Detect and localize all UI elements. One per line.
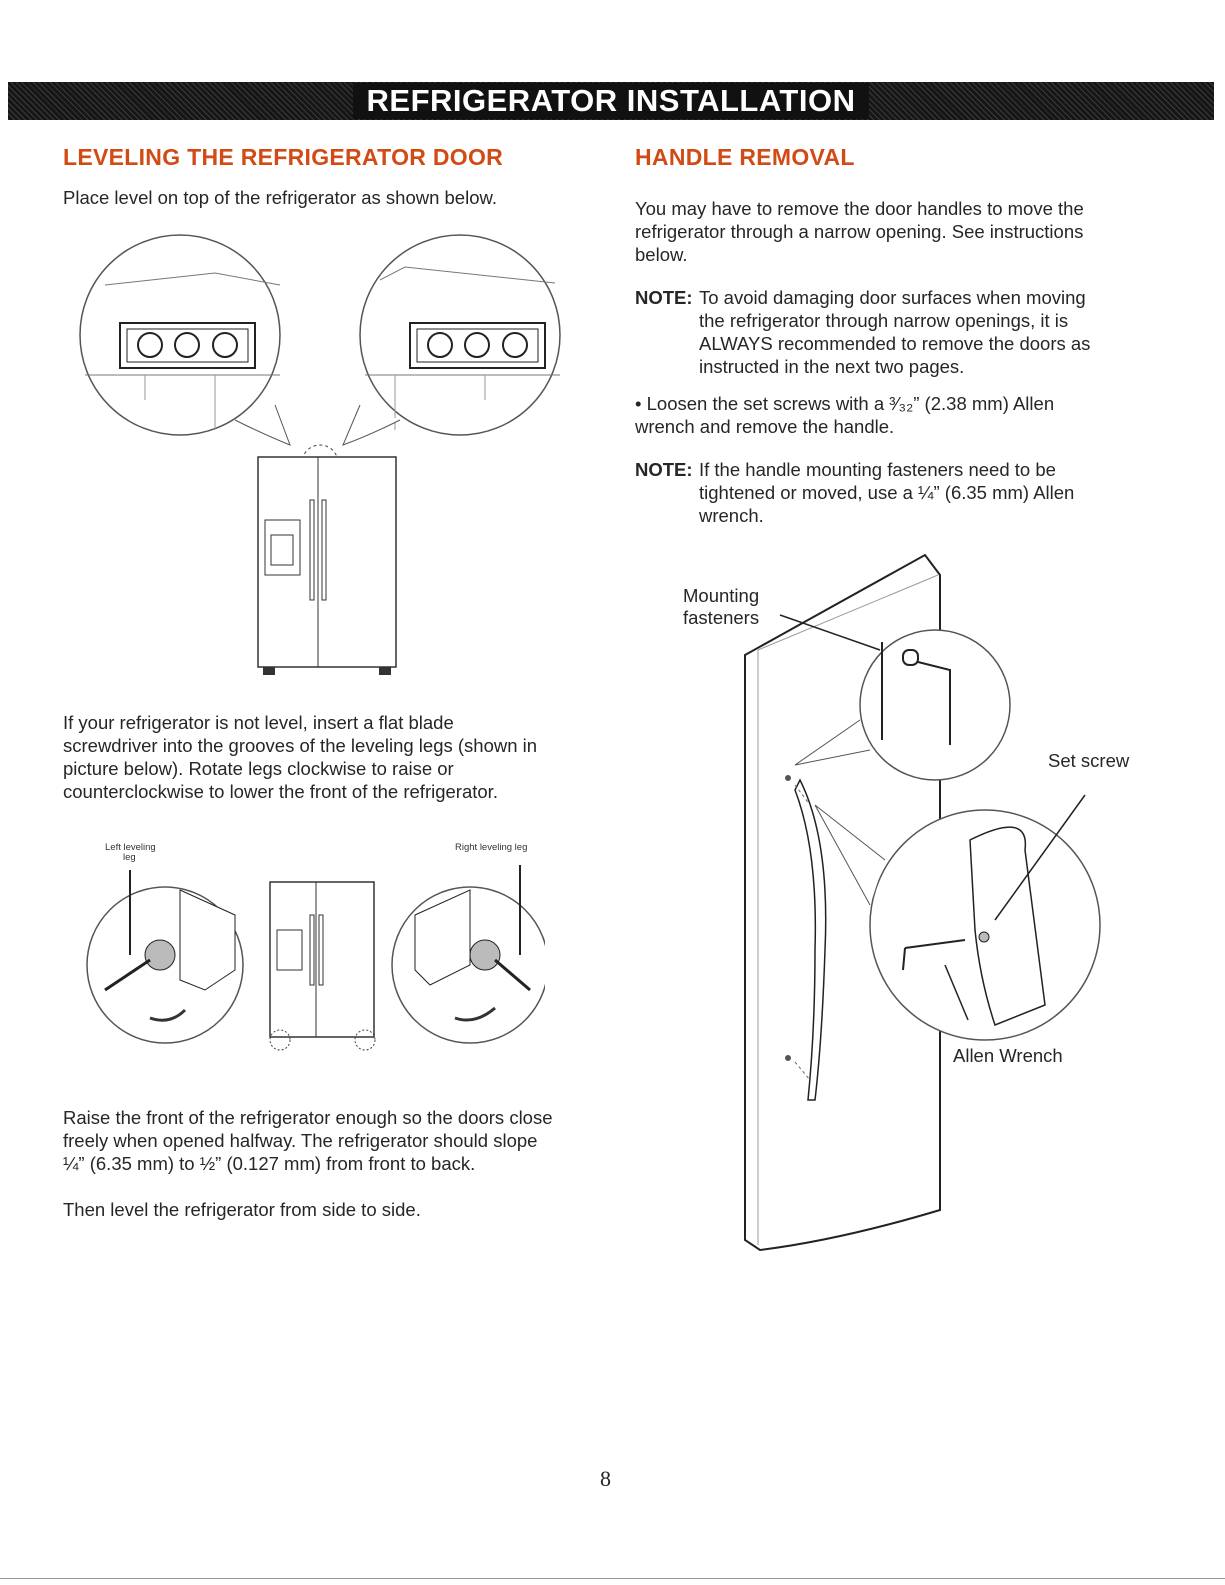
leveling-paragraph: If your refrigerator is not level, inser… <box>63 712 538 802</box>
leveling-legs-illustration <box>85 860 545 1065</box>
note-moving-doors: NOTE: To avoid damaging door surfaces wh… <box>635 286 1125 378</box>
allen-wrench-label: Allen Wrench <box>953 1045 1063 1066</box>
mounting-fasteners-label: Mounting fasteners <box>683 585 759 629</box>
set-screw-label: Set screw <box>1048 750 1130 771</box>
note2-first-line: If the handle mounting fasteners need to… <box>699 459 1056 480</box>
banner-title: REFRIGERATOR INSTALLATION <box>352 83 870 119</box>
handle-intro: You may have to remove the door handles … <box>635 198 1084 265</box>
page-number: 8 <box>600 1466 611 1491</box>
heading-leveling-door: LEVELING THE REFRIGERATOR DOOR <box>63 144 504 170</box>
mounting-label-line2: fasteners <box>683 607 760 628</box>
section-banner: REFRIGERATOR INSTALLATION <box>8 82 1214 120</box>
mounting-label-line1: Mounting <box>683 585 760 606</box>
note1-first-line: To avoid damaging door surfaces when mov… <box>699 287 1086 308</box>
note1-rest: the refrigerator through narrow openings… <box>699 310 1091 377</box>
note-mounting-fasteners: NOTE: If the handle mounting fasteners n… <box>635 458 1125 528</box>
loosen-screws-bullet: • Loosen the set screws with a ³⁄₃₂” (2.… <box>635 393 1055 437</box>
note-label: NOTE: <box>635 287 693 308</box>
right-leg-label: Right leveling leg <box>455 842 528 853</box>
level-on-top-illustration <box>75 225 575 695</box>
note2-rest: tightened or moved, use a ¼” (6.35 mm) A… <box>699 482 1075 526</box>
heading-handle-removal: HANDLE REMOVAL <box>635 144 855 170</box>
handle-removal-illustration <box>740 550 1140 1260</box>
left-leg-label: Left leveling leg <box>105 843 156 863</box>
page-bottom-rule <box>0 1578 1225 1579</box>
side-to-side-paragraph: Then level the refrigerator from side to… <box>63 1199 421 1220</box>
note-label: NOTE: <box>635 459 693 480</box>
slope-paragraph: Raise the front of the refrigerator enou… <box>63 1107 553 1174</box>
leveling-intro: Place level on top of the refrigerator a… <box>63 187 497 208</box>
left-leg-label-line2: leg <box>123 852 136 863</box>
left-leg-label-line1: Left leveling <box>105 842 156 853</box>
